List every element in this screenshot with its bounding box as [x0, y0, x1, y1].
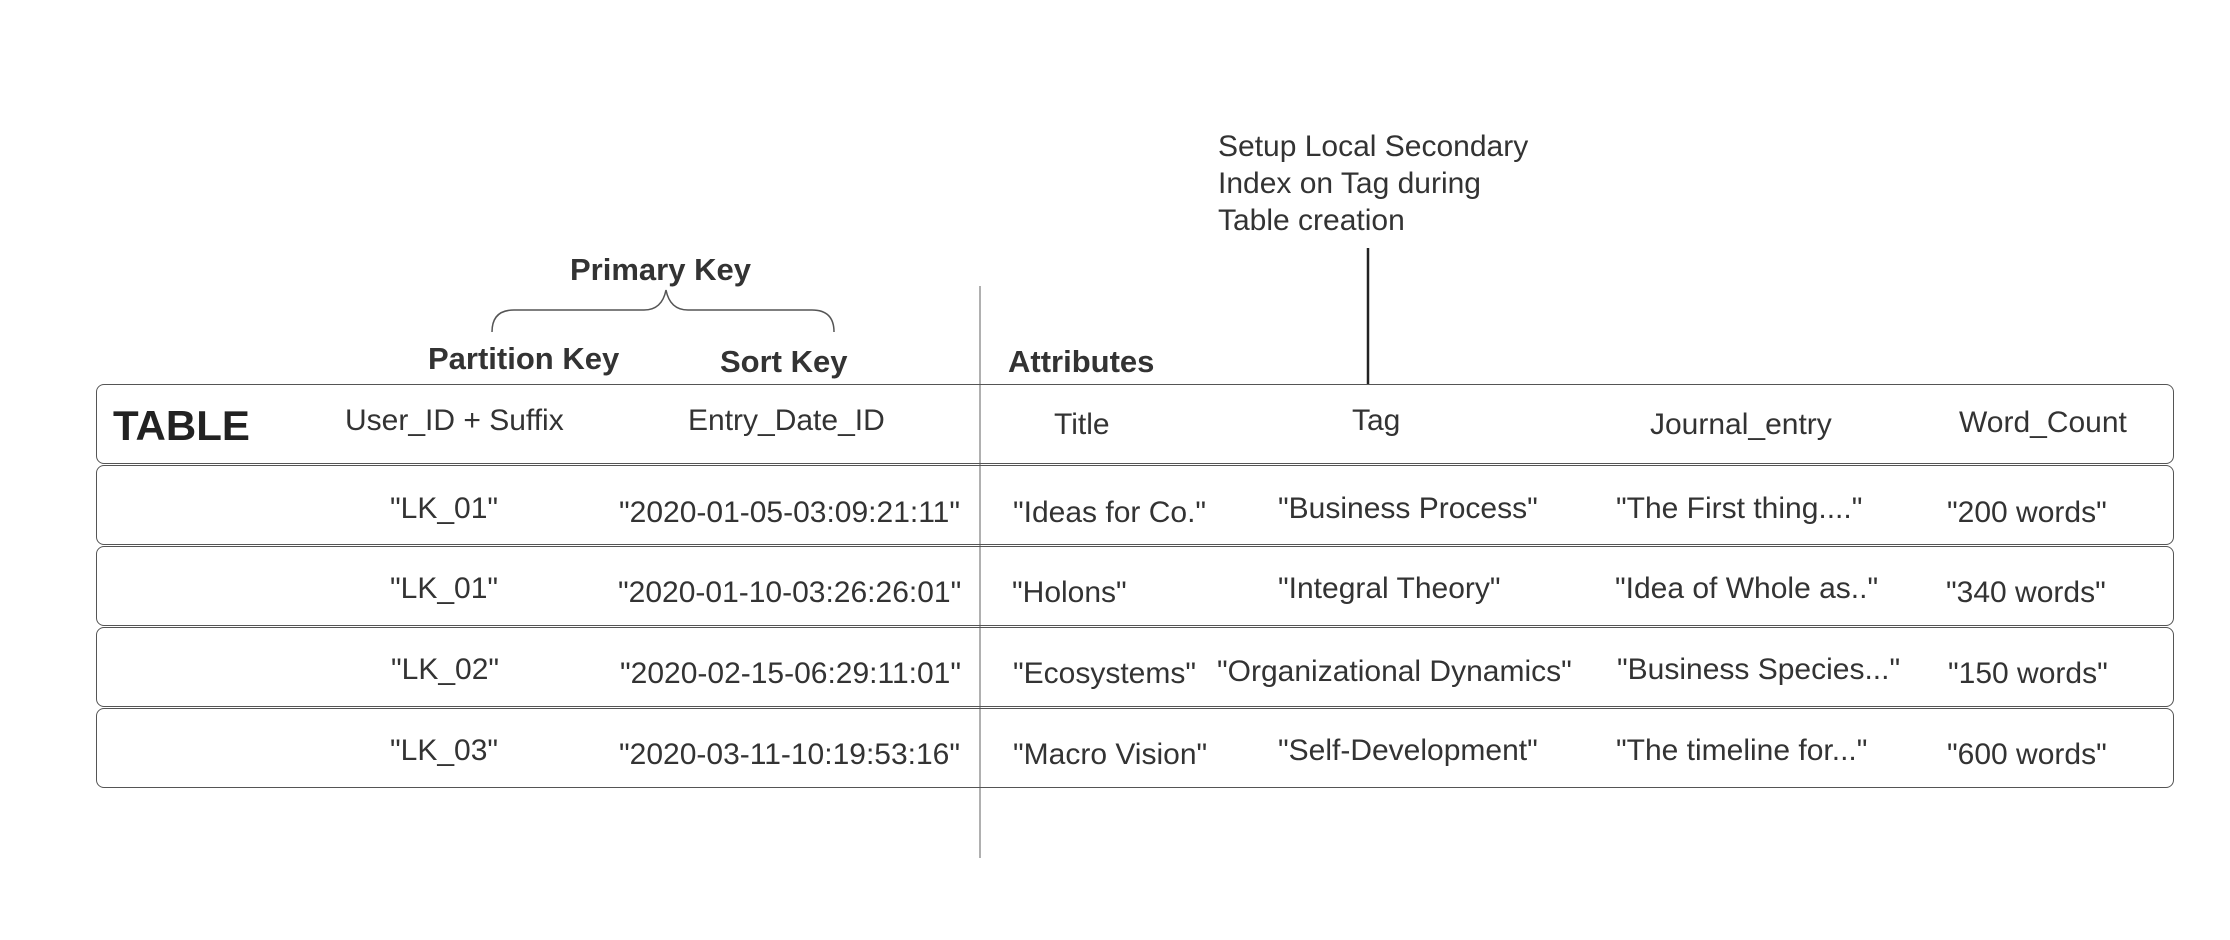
table-row — [96, 465, 2174, 545]
table-row — [96, 546, 2174, 626]
header-title: Title — [1054, 408, 1110, 441]
cell-word-count: "600 words" — [1947, 738, 2107, 771]
header-tag: Tag — [1352, 404, 1401, 437]
header-word-count: Word_Count — [1959, 406, 2127, 439]
cell-word-count: "150 words" — [1948, 657, 2108, 690]
primary-key-brace — [491, 289, 835, 333]
table-row — [96, 627, 2174, 707]
cell-tag: "Integral Theory" — [1278, 572, 1501, 605]
cell-entry-date-id: "2020-01-10-03:26:26:01" — [618, 576, 962, 609]
header-entry-date-id: Entry_Date_ID — [688, 404, 885, 437]
sort-key-label: Sort Key — [720, 344, 848, 379]
cell-entry-date-id: "2020-03-11-10:19:53:16" — [619, 738, 961, 771]
attributes-label: Attributes — [1008, 344, 1155, 379]
cell-tag: "Business Process" — [1278, 492, 1538, 525]
lsi-annotation: Setup Local Secondary Index on Tag durin… — [1218, 128, 1528, 239]
annotation-line-1: Setup Local Secondary — [1218, 130, 1529, 163]
cell-title: "Holons" — [1012, 576, 1127, 609]
table-row — [96, 708, 2174, 788]
cell-word-count: "200 words" — [1947, 496, 2107, 529]
cell-journal-entry: "Idea of Whole as.." — [1615, 572, 1879, 605]
cell-user-id: "LK_02" — [391, 653, 500, 686]
annotation-line-2: Index on Tag during — [1218, 167, 1481, 200]
cell-word-count: "340 words" — [1946, 576, 2106, 609]
cell-title: "Macro Vision" — [1013, 738, 1208, 771]
cell-journal-entry: "The First thing...." — [1616, 492, 1863, 525]
header-user-id: User_ID + Suffix — [345, 404, 564, 437]
cell-tag: "Self-Development" — [1278, 734, 1538, 767]
header-journal-entry: Journal_entry — [1650, 408, 1832, 441]
cell-user-id: "LK_01" — [390, 492, 499, 525]
cell-tag: "Organizational Dynamics" — [1217, 655, 1572, 688]
annotation-line-3: Table creation — [1218, 204, 1405, 237]
cell-journal-entry: "The timeline for..." — [1616, 734, 1868, 767]
partition-key-label: Partition Key — [428, 341, 620, 376]
cell-user-id: "LK_01" — [390, 572, 499, 605]
cell-user-id: "LK_03" — [390, 734, 499, 767]
cell-entry-date-id: "2020-02-15-06:29:11:01" — [620, 657, 962, 690]
cell-journal-entry: "Business Species..." — [1617, 653, 1901, 686]
cell-entry-date-id: "2020-01-05-03:09:21:11" — [619, 496, 961, 529]
primary-key-label: Primary Key — [570, 252, 751, 287]
table-title: TABLE — [113, 402, 250, 449]
table-header-row — [96, 384, 2174, 464]
cell-title: "Ecosystems" — [1013, 657, 1197, 690]
cell-title: "Ideas for Co." — [1013, 496, 1207, 529]
